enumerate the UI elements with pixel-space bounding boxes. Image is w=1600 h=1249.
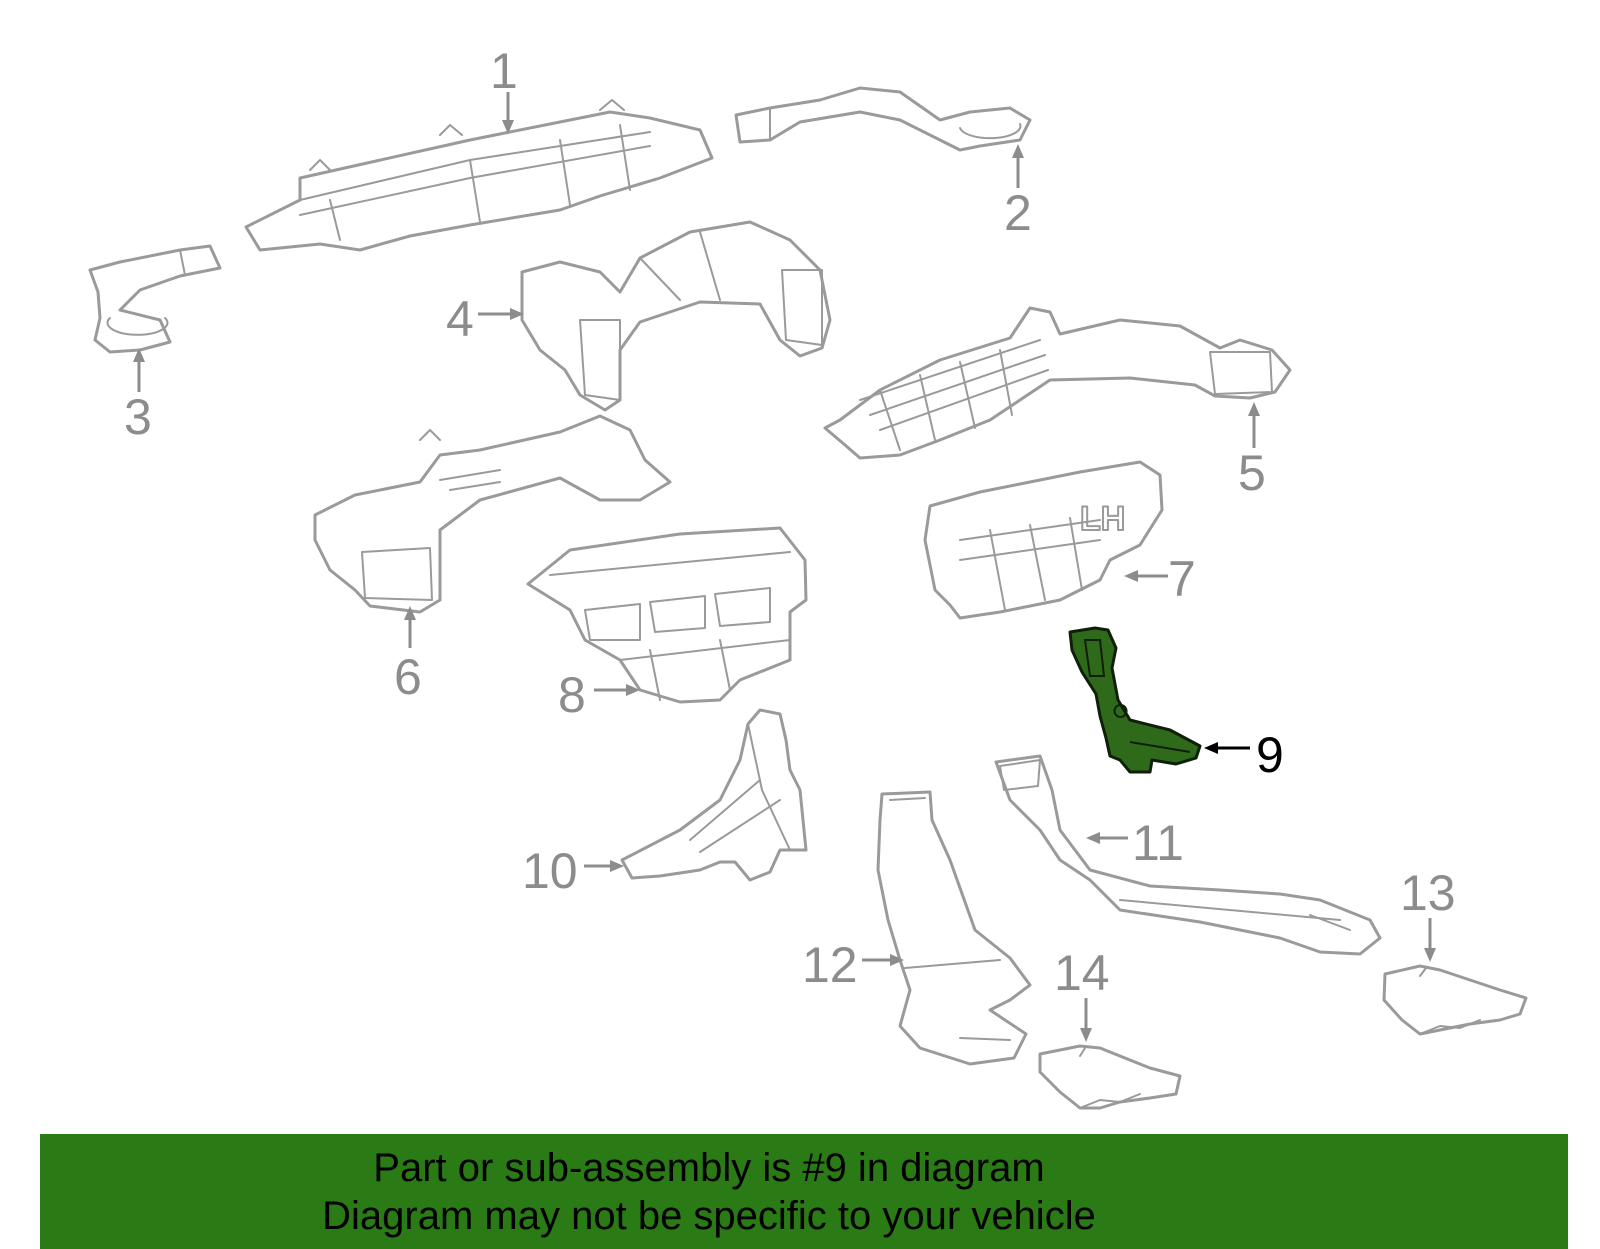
part-3-duct[interactable] [88, 244, 222, 354]
part-14-vent[interactable] [1038, 1044, 1182, 1110]
callout-3: 3 [124, 348, 152, 445]
callout-9: 9 [1204, 727, 1284, 783]
part-13-vent[interactable] [1382, 964, 1528, 1036]
callout-9-label: 9 [1256, 727, 1284, 783]
callout-12: 12 [802, 937, 904, 993]
part-2-duct[interactable] [734, 86, 1032, 152]
callout-11-label: 11 [1132, 815, 1184, 871]
callout-10: 10 [522, 843, 624, 899]
part-6-duct[interactable] [313, 414, 672, 614]
callout-3-label: 3 [124, 389, 152, 445]
callout-11: 11 [1086, 815, 1184, 871]
part-12-duct[interactable] [876, 790, 1032, 1066]
part-8-center-register[interactable] [526, 526, 808, 704]
callout-2-label: 2 [1004, 185, 1032, 241]
callout-14: 14 [1054, 945, 1110, 1042]
part-7-vent-housing[interactable]: LH [923, 460, 1164, 620]
callout-1: 1 [490, 43, 518, 134]
callout-13-label: 13 [1400, 865, 1456, 921]
callout-13: 13 [1400, 865, 1456, 962]
callout-7-label: 7 [1168, 551, 1196, 607]
callout-6: 6 [394, 606, 422, 705]
callout-1-label: 1 [490, 43, 518, 99]
lh-embossed-text: LH [1080, 500, 1125, 538]
callout-8: 8 [558, 667, 640, 723]
callout-6-label: 6 [394, 649, 422, 705]
banner-line-2: Diagram may not be specific to your vehi… [322, 1194, 1096, 1238]
callout-12-label: 12 [802, 937, 858, 993]
callout-4-label: 4 [446, 291, 474, 347]
part-5-duct[interactable] [823, 306, 1292, 460]
callout-4: 4 [446, 291, 524, 347]
callout-10-label: 10 [522, 843, 578, 899]
callout-8-label: 8 [558, 667, 586, 723]
banner-line-1: Part or sub-assembly is #9 in diagram [373, 1146, 1045, 1190]
part-10-duct[interactable] [620, 708, 808, 882]
callout-2: 2 [1004, 144, 1032, 241]
part-11-duct[interactable] [994, 754, 1382, 956]
part-4-center-duct[interactable] [520, 220, 832, 412]
callout-14-label: 14 [1054, 945, 1110, 1001]
part-1-duct-rail[interactable] [244, 99, 714, 252]
callout-5-label: 5 [1238, 445, 1266, 501]
info-banner: Part or sub-assembly is #9 in diagram Di… [40, 1134, 1568, 1249]
part-9-highlighted-duct[interactable] [1068, 626, 1202, 774]
callout-5: 5 [1238, 402, 1266, 501]
callout-7: 7 [1124, 551, 1196, 607]
